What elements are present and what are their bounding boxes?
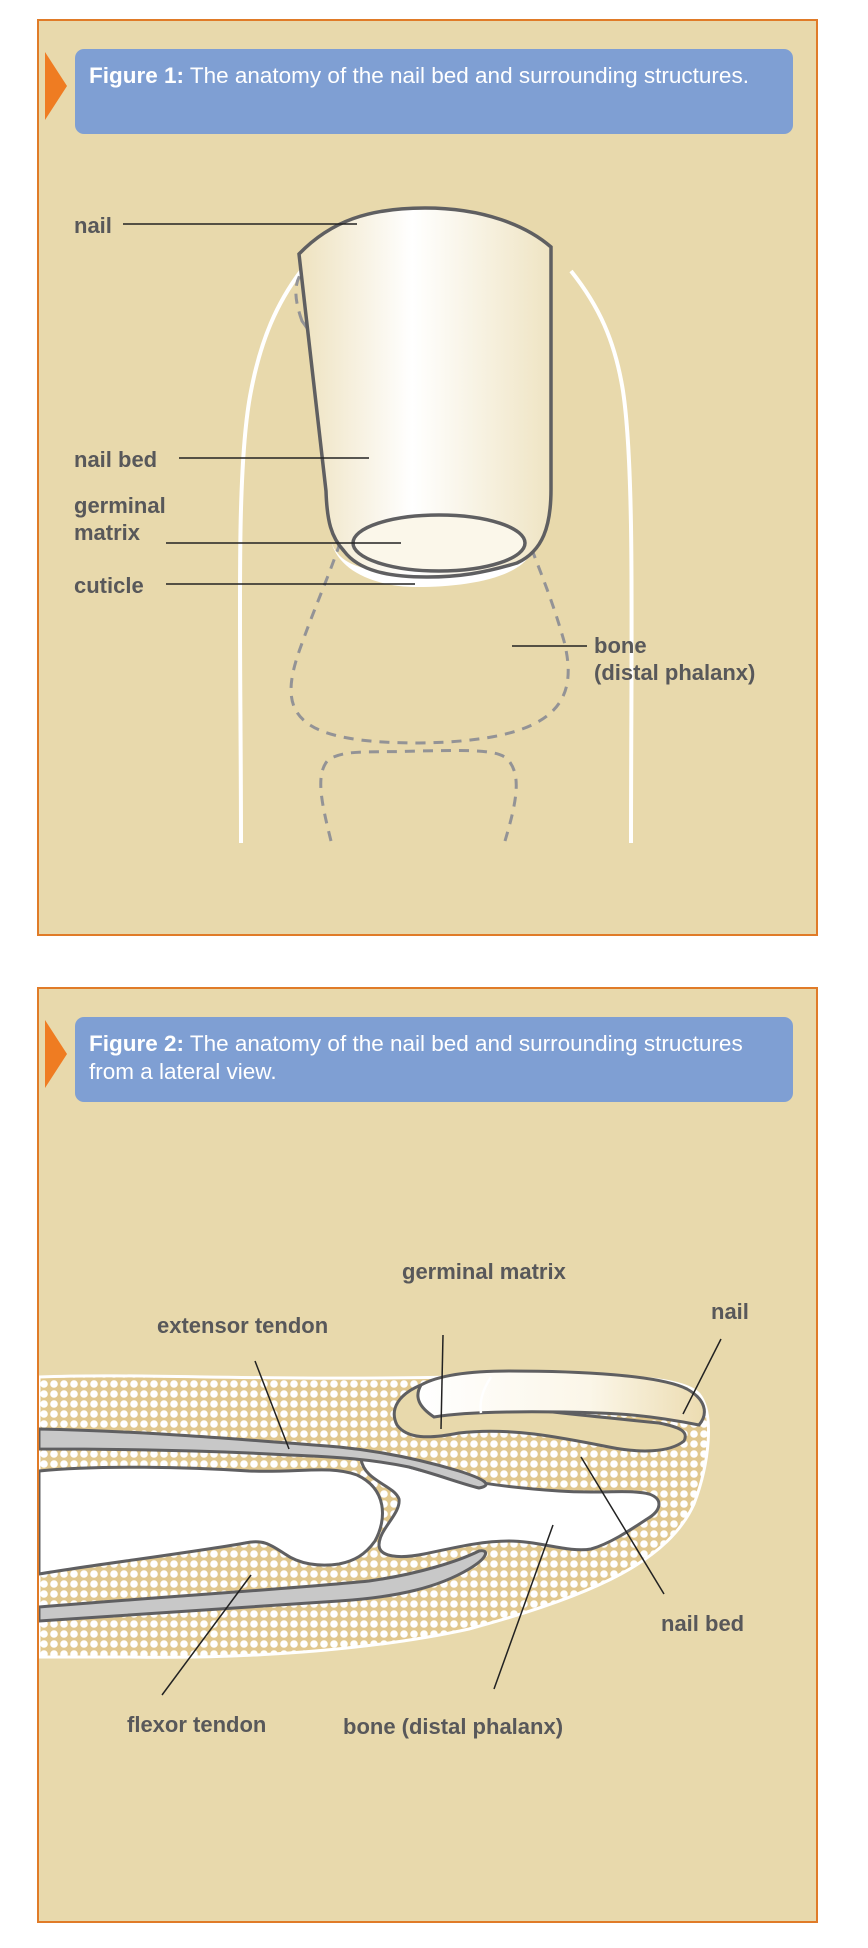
caption-arrow-icon [45, 52, 67, 120]
nail-anatomy-diagram: nail nail bed germinal matrix cuticle bo… [74, 206, 755, 844]
figure-2-caption-text: The anatomy of the nail bed and surround… [89, 1031, 743, 1084]
flexor-tendon-leader-line [161, 1574, 252, 1696]
nail-bed-leader-line [580, 1456, 665, 1595]
nail-lateral-diagram: germinal matrix extensor tendon nail nai… [39, 1259, 749, 1739]
distal-phalanx-bone [359, 1453, 661, 1559]
figure-2-caption: Figure 2: The anatomy of the nail bed an… [75, 1017, 793, 1102]
figure-1-panel: Figure 1: The anatomy of the nail bed an… [37, 19, 818, 936]
label-germinal-matrix-line1: germinal [74, 493, 166, 518]
figure-1-caption: Figure 1: The anatomy of the nail bed an… [75, 49, 793, 134]
extensor-tendon [39, 1427, 488, 1490]
label-nail: nail [74, 213, 112, 238]
label-germinal-matrix: germinal matrix [402, 1259, 567, 1284]
extensor-tendon-leader-line [254, 1360, 290, 1450]
germinal-matrix-leader-line [440, 1334, 444, 1430]
nail-plate [416, 1369, 706, 1427]
figure-1-caption-text: The anatomy of the nail bed and surround… [184, 63, 749, 88]
label-nail-bed: nail bed [661, 1611, 744, 1636]
distal-phalanx-bone [289, 245, 570, 745]
label-bone-line2: (distal phalanx) [594, 660, 755, 685]
label-bone: bone (distal phalanx) [343, 1714, 563, 1739]
label-flexor-tendon: flexor tendon [127, 1712, 266, 1737]
label-cuticle: cuticle [74, 573, 144, 598]
cuticle-highlight [479, 1376, 493, 1414]
nail-leader-line [682, 1338, 722, 1415]
middle-phalanx-bone [319, 748, 518, 842]
finger-outline-right [569, 269, 634, 844]
nail-plate [297, 206, 553, 579]
middle-phalanx-bone [39, 1465, 384, 1576]
label-germinal-matrix-line2: matrix [74, 520, 141, 545]
bone-leader-line [493, 1524, 554, 1690]
caption-arrow-icon [45, 1020, 67, 1088]
figure-1-caption-label: Figure 1: [89, 63, 185, 88]
label-extensor-tendon: extensor tendon [157, 1313, 328, 1338]
label-nail: nail [711, 1299, 749, 1324]
figure-2-caption-label: Figure 2: [89, 1031, 185, 1056]
flexor-tendon [39, 1549, 488, 1623]
label-nail-bed: nail bed [74, 447, 157, 472]
cuticle-fold [331, 541, 534, 587]
figure-2-panel: Figure 2: The anatomy of the nail bed an… [37, 987, 818, 1923]
finger-outline-left [237, 269, 303, 844]
label-bone-line1: bone [594, 633, 647, 658]
